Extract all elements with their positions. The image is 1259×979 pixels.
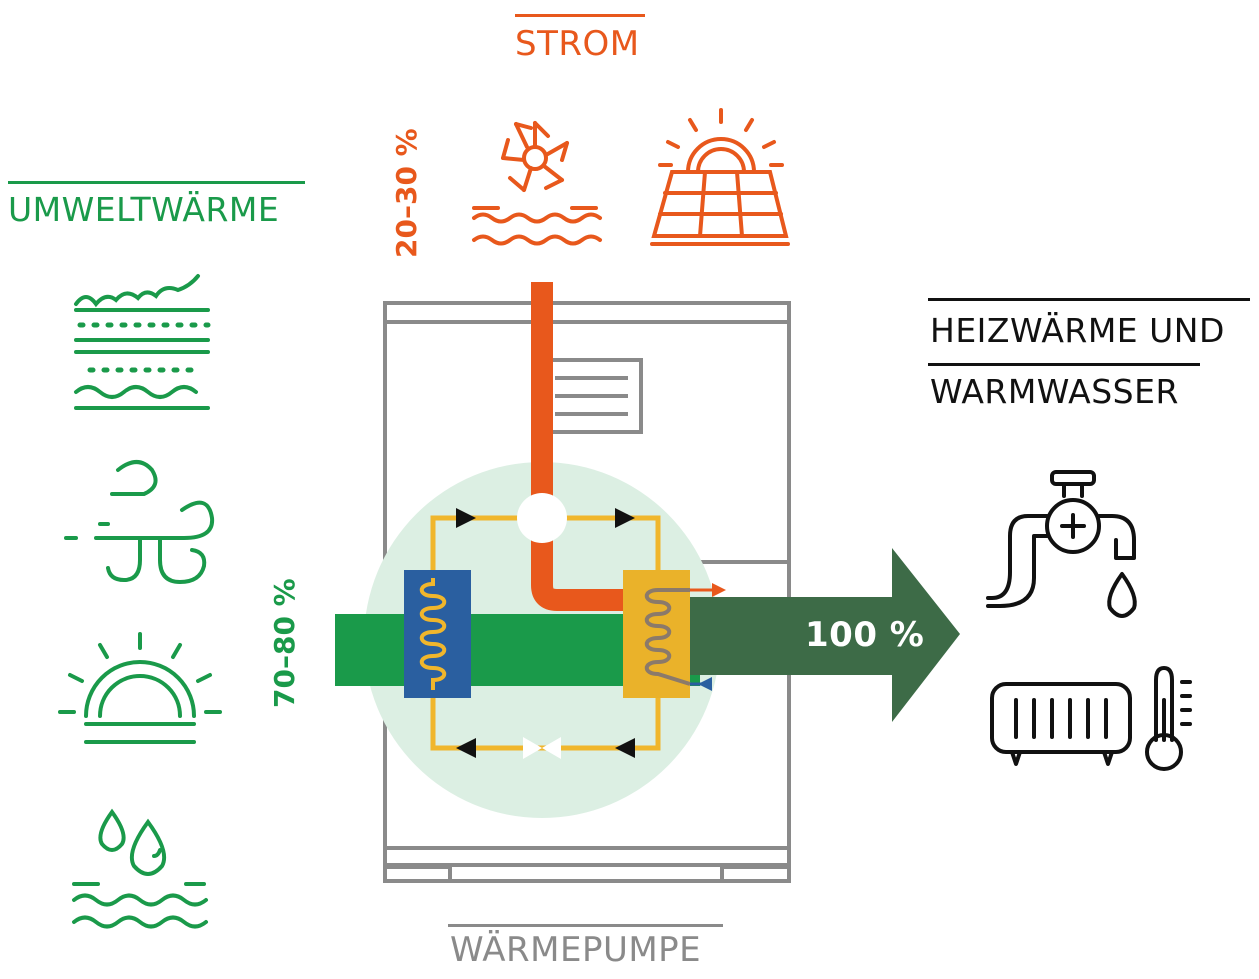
heiz-rule-2 bbox=[928, 363, 1200, 366]
heizwaerme-heading-line1: HEIZWÄRME UND bbox=[930, 311, 1225, 350]
heiz-rule-1 bbox=[928, 298, 1250, 301]
hot-water-out-arrowhead bbox=[712, 583, 726, 597]
expansion-valve-icon-right bbox=[542, 737, 561, 759]
strom-heading: STROM bbox=[515, 24, 640, 64]
flow-arrow-bottom-left bbox=[456, 738, 476, 758]
umwelt-percentage: 70–80 % bbox=[268, 578, 301, 708]
total-percentage: 100 % bbox=[805, 615, 925, 655]
waermepumpe-heading: WÄRMEPUMPE bbox=[450, 930, 702, 970]
umwelt-rule bbox=[8, 181, 305, 184]
flow-arrow-top-left bbox=[456, 508, 476, 528]
output-arrow bbox=[690, 548, 960, 722]
heizwaerme-heading-line2: WARMWASSER bbox=[930, 372, 1179, 411]
flow-arrow-bottom-right bbox=[615, 738, 635, 758]
radiator-icon bbox=[990, 682, 1132, 766]
evaporator bbox=[404, 570, 471, 698]
sun-icon bbox=[58, 632, 222, 744]
expansion-valve-icon bbox=[523, 737, 542, 759]
ground-soil-icon bbox=[74, 274, 211, 410]
water-turbine-icon bbox=[472, 121, 602, 246]
water-drops-icon bbox=[72, 808, 208, 929]
thermometer-icon bbox=[1145, 665, 1192, 771]
strom-pipe bbox=[531, 282, 623, 611]
umweltwaerme-heading: UMWELTWÄRME bbox=[8, 190, 280, 229]
housing-feet bbox=[383, 865, 791, 883]
pumpe-rule bbox=[448, 924, 723, 927]
flow-arrow-top-right bbox=[615, 508, 635, 528]
solar-panel-icon bbox=[650, 108, 790, 246]
strom-rule bbox=[515, 14, 645, 17]
return-water-in-arrowhead bbox=[698, 677, 712, 691]
strom-percentage: 20–30 % bbox=[390, 128, 423, 258]
water-tap-icon bbox=[986, 470, 1137, 618]
evaporator-coil bbox=[419, 578, 447, 690]
wind-icon bbox=[64, 460, 215, 585]
compressor bbox=[517, 493, 567, 543]
condenser-coil bbox=[644, 588, 691, 686]
